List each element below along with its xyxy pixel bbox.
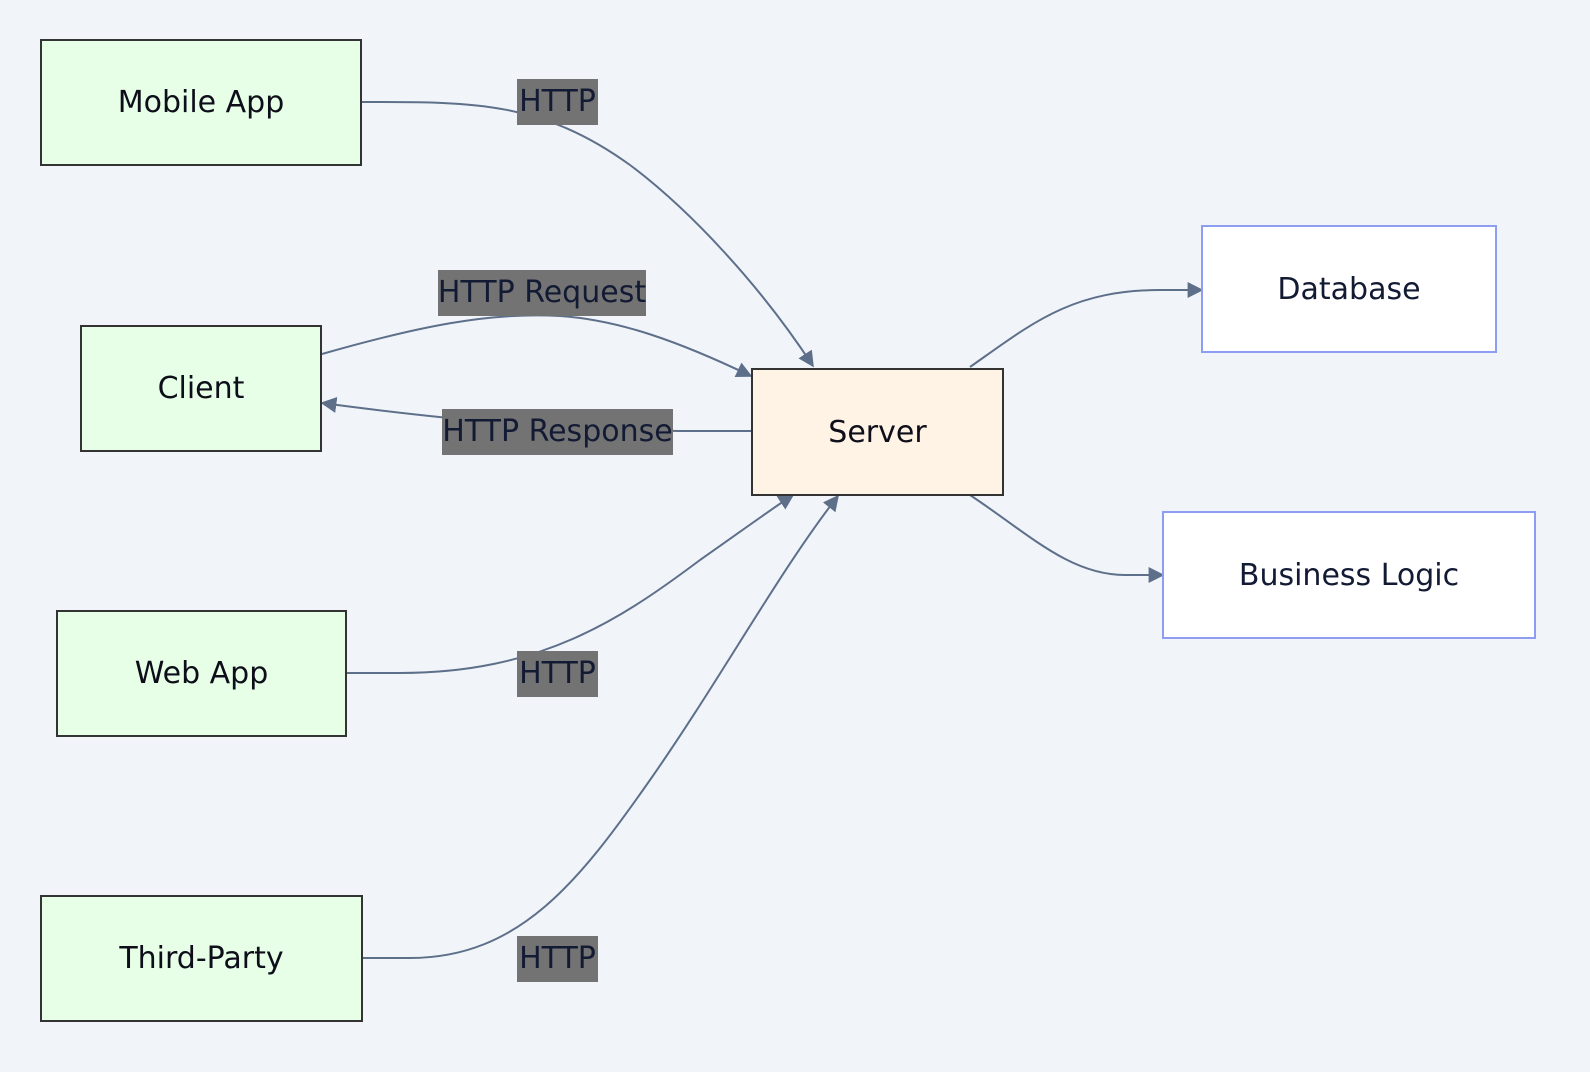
node-server[interactable]: Server xyxy=(751,368,1004,496)
node-web-app[interactable]: Web App xyxy=(56,610,347,737)
edge-label-third-party-http: HTTP xyxy=(517,936,598,982)
edge-client-to-server-request xyxy=(321,314,753,377)
node-third-party[interactable]: Third-Party xyxy=(40,895,363,1022)
node-database-label: Database xyxy=(1277,271,1421,307)
edge-label-web-app-http: HTTP xyxy=(517,651,598,697)
node-client-label: Client xyxy=(157,371,245,406)
node-business-logic-label: Business Logic xyxy=(1238,557,1460,593)
node-mobile-app[interactable]: Mobile App xyxy=(40,39,362,166)
node-server-label: Server xyxy=(828,414,927,450)
node-database[interactable]: Database xyxy=(1201,225,1497,353)
node-business-logic[interactable]: Business Logic xyxy=(1162,511,1536,639)
edge-server-to-business-logic xyxy=(969,494,1165,583)
edge-server-to-database xyxy=(969,282,1204,368)
edge-web-app-to-server xyxy=(346,494,795,674)
edge-label-mobile-app-http: HTTP xyxy=(517,79,598,125)
edge-mobile-app-to-server xyxy=(360,100,814,368)
node-web-app-label: Web App xyxy=(134,656,269,691)
edge-third-party-to-server xyxy=(362,494,839,959)
edge-label-client-http-request: HTTP Request xyxy=(438,270,646,316)
node-third-party-label: Third-Party xyxy=(119,941,284,976)
node-mobile-app-label: Mobile App xyxy=(117,85,285,120)
edge-label-server-http-response: HTTP Response xyxy=(442,409,673,455)
node-client[interactable]: Client xyxy=(80,325,322,452)
